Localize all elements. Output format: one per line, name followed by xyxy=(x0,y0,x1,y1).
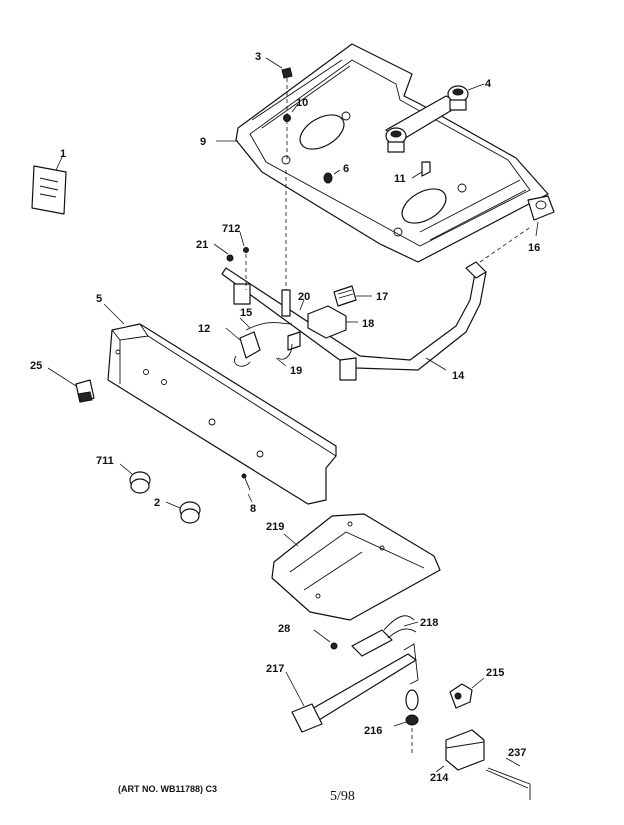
callout-9: 9 xyxy=(200,136,206,148)
callout-216: 216 xyxy=(364,725,382,737)
screw-10 xyxy=(283,103,299,122)
callout-20: 20 xyxy=(298,291,310,303)
knob-2 xyxy=(165,501,201,524)
oven-valve-214 xyxy=(435,729,485,773)
callout-214: 214 xyxy=(430,772,449,784)
callout-218: 218 xyxy=(420,617,438,629)
callout-711: 711 xyxy=(96,455,114,467)
manual-booklet xyxy=(31,152,67,215)
clip-11 xyxy=(411,161,431,179)
art-number: (ART NO. WB11788) C3 xyxy=(118,784,217,794)
callout-16: 16 xyxy=(528,242,540,254)
callout-18: 18 xyxy=(362,318,374,330)
manifold-tube-14 xyxy=(221,170,533,381)
callout-10: 10 xyxy=(296,97,308,109)
callout-2: 2 xyxy=(154,497,160,509)
callout-217: 217 xyxy=(266,663,284,675)
callout-5: 5 xyxy=(96,293,102,305)
page-date: 5/98 xyxy=(330,789,355,804)
callout-25: 25 xyxy=(30,360,42,372)
callout-8: 8 xyxy=(250,503,256,515)
bracket-18 xyxy=(299,299,358,339)
callout-14: 14 xyxy=(452,370,465,382)
callout-11: 11 xyxy=(394,173,406,185)
igniter-218 xyxy=(351,615,419,657)
gas-valve-16 xyxy=(527,195,555,237)
callout-219: 219 xyxy=(266,521,284,533)
knob-711 xyxy=(119,463,151,494)
callout-labels: 1 3 4 10 9 6 11 16 712 21 17 20 5 15 18 … xyxy=(30,51,540,784)
screw-8 xyxy=(241,473,253,503)
callout-17: 17 xyxy=(376,291,388,303)
capillary-tube-237 xyxy=(485,757,531,800)
heat-shield-219 xyxy=(271,513,441,621)
grommet-6 xyxy=(323,169,341,184)
screw-3 xyxy=(265,57,293,160)
callout-15: 15 xyxy=(240,307,252,319)
igniter-switch-17 xyxy=(333,285,372,307)
screw-21 xyxy=(213,243,234,262)
burner-support-frame xyxy=(216,43,549,263)
callout-21: 21 xyxy=(196,239,208,251)
callout-12: 12 xyxy=(198,323,210,335)
screw-28 xyxy=(313,629,338,650)
callout-1: 1 xyxy=(60,148,66,160)
callout-28: 28 xyxy=(278,623,290,635)
callout-712: 712 xyxy=(222,223,240,235)
control-panel-5 xyxy=(103,303,337,505)
bracket-215 xyxy=(449,677,485,709)
wire-19 xyxy=(275,343,293,367)
callout-6: 6 xyxy=(343,163,349,175)
callout-4: 4 xyxy=(485,78,492,90)
orifice-216 xyxy=(393,689,419,754)
callout-237: 237 xyxy=(508,747,526,759)
burner-valve-assembly xyxy=(385,83,485,153)
callout-3: 3 xyxy=(255,51,261,63)
callout-215: 215 xyxy=(486,667,504,679)
spark-module-12 xyxy=(225,317,293,367)
knob-25 xyxy=(47,367,95,403)
screw-712 xyxy=(239,231,249,290)
oven-burner-217 xyxy=(285,643,419,733)
callout-19: 19 xyxy=(290,365,302,377)
